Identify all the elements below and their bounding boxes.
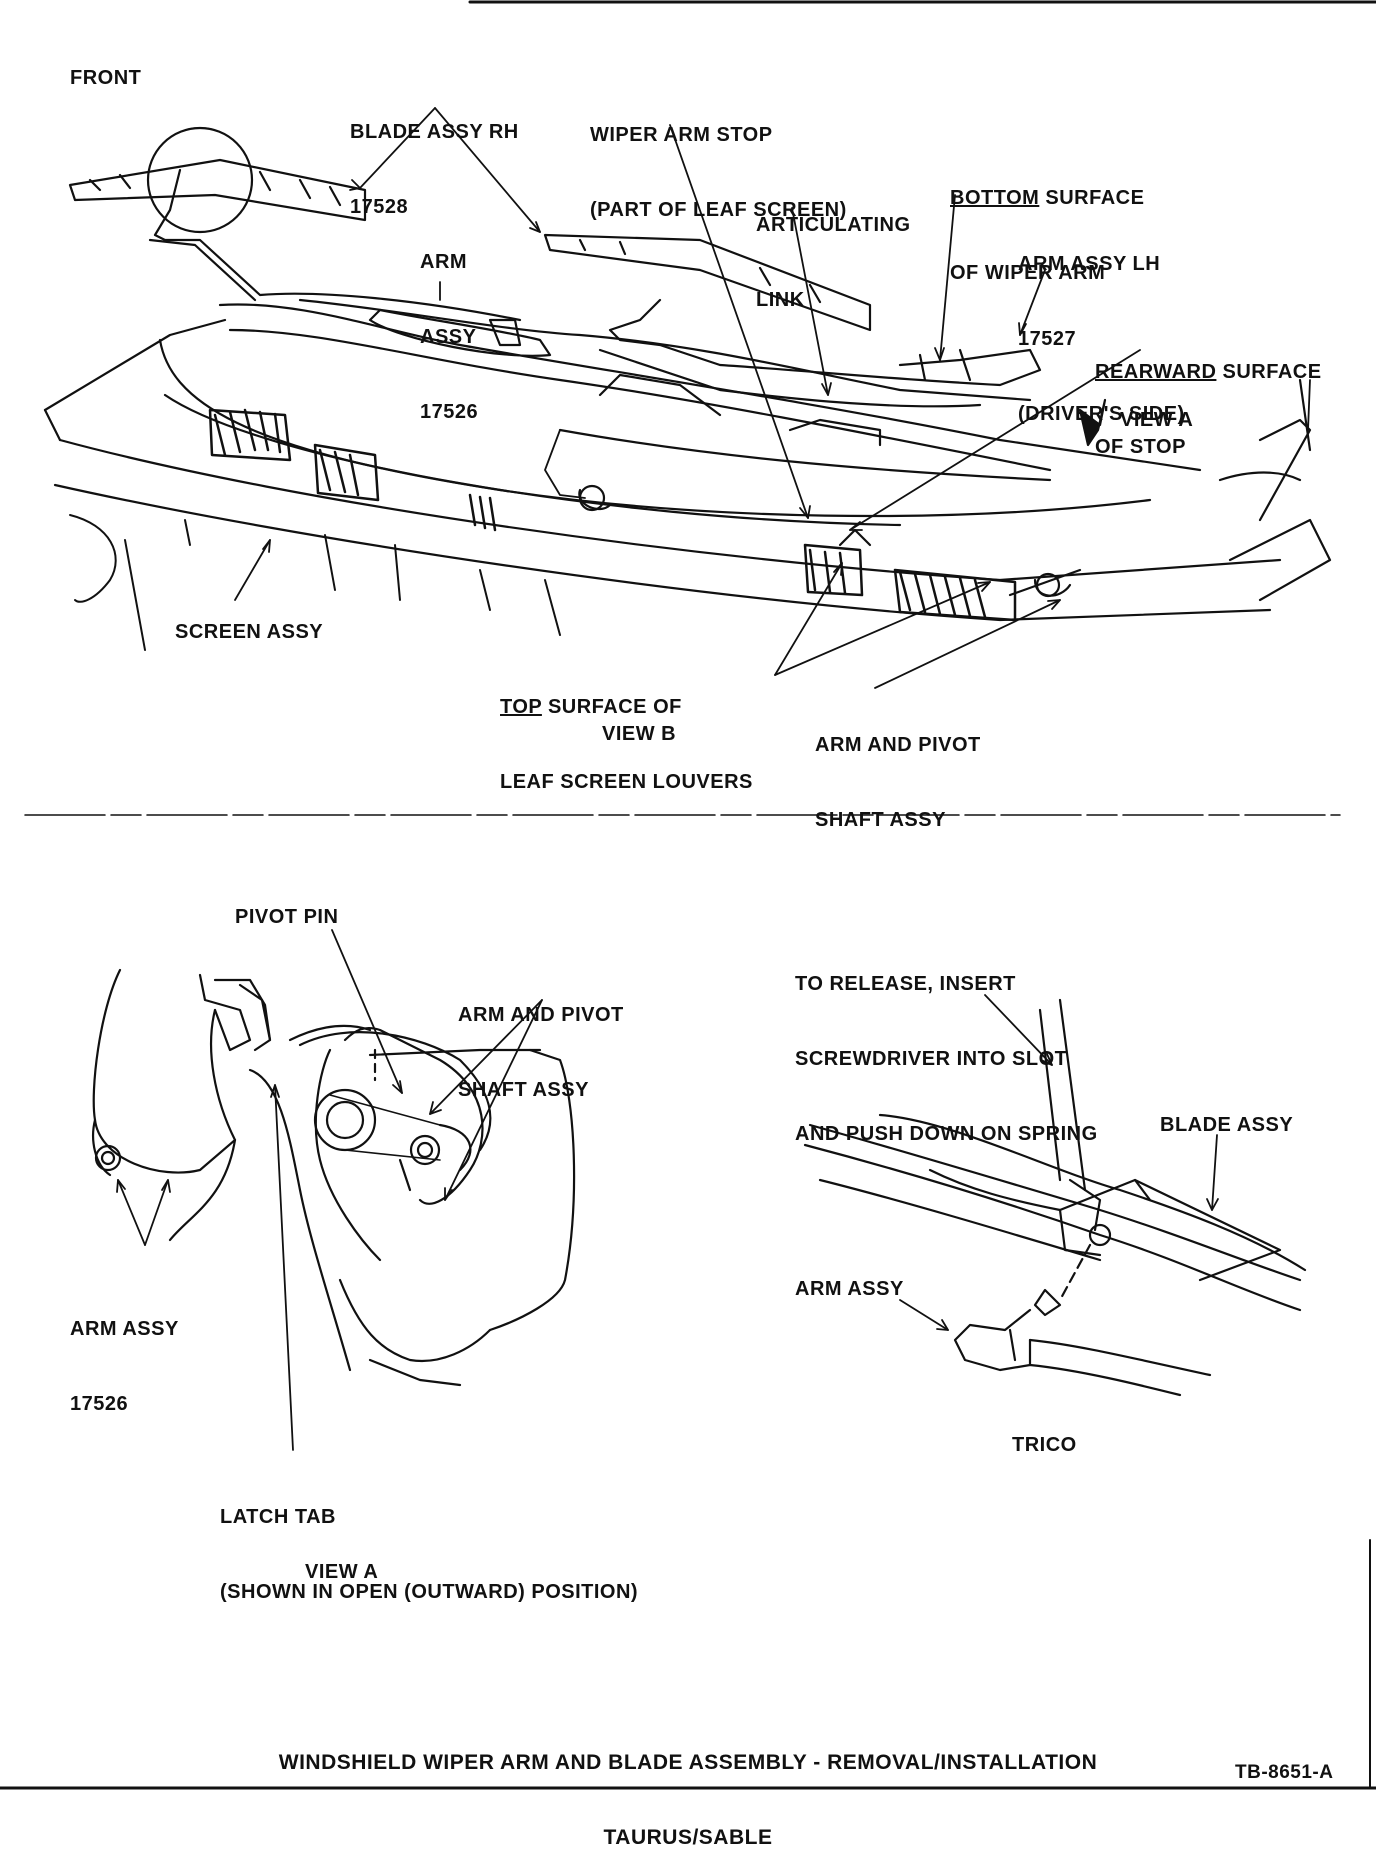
view-a-drawing	[92, 968, 576, 1387]
rearward-underlined-word: REARWARD	[1095, 361, 1217, 383]
rearward-surface-line2: OF STOP	[1095, 436, 1186, 458]
blade-assy-rh-text: BLADE ASSY RH	[350, 121, 519, 143]
arm-text: ARM	[420, 251, 468, 273]
blade-assy-rh-label: BLADE ASSY RH 17528	[350, 70, 519, 245]
top-surface-rest: SURFACE OF	[541, 696, 682, 718]
arm-rh	[153, 168, 522, 322]
rearward-surface-rest: SURFACE	[1216, 361, 1322, 383]
leader-lines-trico	[899, 994, 1219, 1331]
figure-caption: WINDSHIELD WIPER ARM AND BLADE ASSEMBLY …	[0, 1700, 1376, 1875]
bottom-surface-label: BOTTOM SURFACE OF WIPER ARM	[950, 136, 1144, 311]
arm-lh	[608, 298, 1042, 387]
blade-assy-rh-number: 17528	[350, 196, 409, 218]
articulating-text: ARTICULATING	[756, 214, 911, 236]
top-surface-line1: TOP SURFACE OF	[500, 695, 753, 720]
arm-assy-view-a-label: ARM ASSY 17526	[70, 1267, 179, 1442]
wiper-arm-stop-note: (PART OF LEAF SCREEN)	[590, 199, 847, 221]
blade-assy-label: BLADE ASSY	[1160, 1114, 1294, 1136]
latch-tab-text: LATCH TAB	[220, 1506, 336, 1528]
articulating-link-label: ARTICULATING LINK	[756, 163, 911, 338]
shaft-assy-text-b: SHAFT ASSY	[815, 809, 946, 831]
leaf-screen-louvers	[208, 408, 1017, 622]
assy-text: ASSY	[420, 326, 477, 348]
arm-assy-lh-label: ARM ASSY LH 17527 (DRIVER'S SIDE)	[1018, 202, 1185, 452]
diagram-artwork	[0, 0, 1376, 1790]
detail-circle	[146, 126, 254, 234]
top-surface-line2: LEAF SCREEN LOUVERS	[500, 771, 753, 793]
latch-tab-note: (SHOWN IN OPEN (OUTWARD) POSITION)	[220, 1581, 639, 1603]
bottom-surface-line2: OF WIPER ARM	[950, 262, 1106, 284]
release-line1: TO RELEASE, INSERT	[795, 973, 1016, 995]
trico-drawing	[803, 998, 1307, 1397]
arm-assy-trico-label: ARM ASSY	[795, 1278, 904, 1300]
view-b-title: VIEW B	[602, 723, 677, 745]
shaft-assy-text-a: SHAFT ASSY	[458, 1079, 589, 1101]
top-surface-label: TOP SURFACE OF LEAF SCREEN LOUVERS	[500, 645, 753, 820]
release-instruction-label: TO RELEASE, INSERT SCREWDRIVER INTO SLOT…	[795, 922, 1098, 1172]
view-a-marker-label: VIEW A	[1120, 409, 1194, 431]
leader-lines-view-a	[116, 929, 543, 1451]
arm-number: 17526	[420, 401, 479, 423]
wiper-arm-stop-text: WIPER ARM STOP	[590, 124, 773, 146]
arm-assy-lh-text: ARM ASSY LH	[1018, 253, 1161, 275]
arm-pivot-shaft-label-b: ARM AND PIVOT SHAFT ASSY	[815, 683, 981, 858]
leader-lines-view-b	[234, 107, 1311, 689]
screen-assy-label: SCREEN ASSY	[175, 621, 324, 643]
arm-pivot-shaft-label-a: ARM AND PIVOT SHAFT ASSY	[458, 953, 624, 1128]
wiper-arm-stop-label: WIPER ARM STOP (PART OF LEAF SCREEN)	[590, 73, 847, 248]
figure-reference: TB-8651-A	[1235, 1762, 1334, 1783]
blade-assy-lh	[543, 233, 872, 332]
rearward-surface-label: REARWARD SURFACE OF STOP	[1095, 310, 1322, 485]
bottom-surface-line1: BOTTOM SURFACE	[950, 186, 1144, 211]
arm-pivot-text-b: ARM AND PIVOT	[815, 734, 981, 756]
front-label: FRONT	[70, 67, 142, 89]
arm-pivot-text-a: ARM AND PIVOT	[458, 1004, 624, 1026]
arm-assy-lh-number: 17527	[1018, 328, 1077, 350]
trico-title: TRICO	[1012, 1434, 1077, 1456]
bottom-surface-rest: SURFACE	[1039, 187, 1145, 209]
arm-assy-lh-side: (DRIVER'S SIDE)	[1018, 403, 1185, 425]
view-a-arrow	[1078, 398, 1107, 447]
arm-assy-view-a-number: 17526	[70, 1393, 129, 1415]
arm-assy-view-a-text: ARM ASSY	[70, 1318, 179, 1340]
release-line3: AND PUSH DOWN ON SPRING	[795, 1123, 1098, 1145]
view-a-title: VIEW A	[305, 1561, 379, 1583]
link-text: LINK	[756, 289, 805, 311]
rearward-surface-line1: REARWARD SURFACE	[1095, 360, 1322, 385]
caption-line1: WINDSHIELD WIPER ARM AND BLADE ASSEMBLY …	[278, 1751, 1098, 1774]
latch-tab-label: LATCH TAB (SHOWN IN OPEN (OUTWARD) POSIT…	[220, 1455, 638, 1630]
arm-assy-17526-label: ARM ASSY 17526	[420, 200, 478, 450]
release-line2: SCREWDRIVER INTO SLOT	[795, 1048, 1068, 1070]
left-fender	[69, 514, 561, 651]
blade-assy-rh	[68, 158, 367, 222]
top-underlined-word: TOP	[500, 696, 542, 718]
pivot-pin-label: PIVOT PIN	[235, 906, 339, 928]
caption-line2: TAURUS/SABLE	[603, 1826, 773, 1849]
bottom-underlined-word: BOTTOM	[950, 187, 1040, 209]
